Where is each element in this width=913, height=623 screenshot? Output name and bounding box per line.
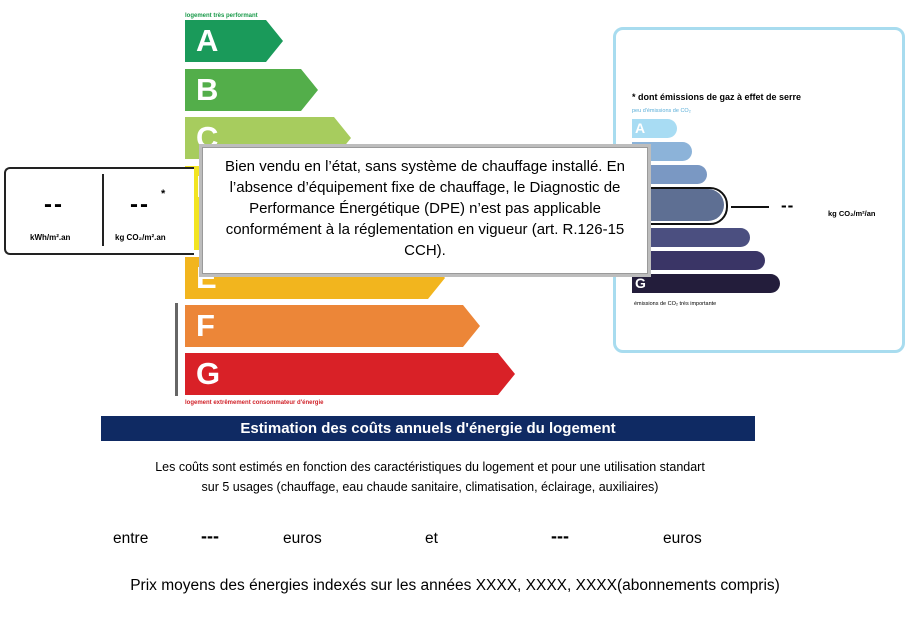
energy-value-box: -- kWh/m².an -- * kg CO₂/m².an [4, 167, 194, 255]
costs-description: Les coûts sont estimés en fonction des c… [80, 457, 780, 497]
scale-bottom-label: logement extrêmement consommateur d'éner… [185, 400, 324, 406]
ges-title: * dont émissions de gaz à effet de serre [632, 92, 802, 102]
ges-class-letter: G [635, 275, 646, 291]
ges-pointer-line [731, 206, 769, 208]
range-and-label: et [425, 530, 438, 547]
energy-class-g-bar: G [185, 353, 515, 395]
ges-class-f-bar: F [632, 251, 765, 270]
ges-bottom-note: émissions de CO₂ très importante [634, 301, 717, 307]
costs-header: Estimation des coûts annuels d'énergie d… [101, 416, 755, 441]
range-between-label: entre [113, 530, 149, 547]
energy-class-f-bar: F [185, 305, 480, 347]
costs-description-line1: Les coûts sont estimés en fonction des c… [155, 460, 705, 474]
energy-class-letter: B [196, 72, 219, 107]
energy-class-letter: F [196, 308, 215, 343]
emission-unit: kg CO₂/m².an [115, 233, 166, 242]
costs-description-line2: sur 5 usages (chauffage, eau chaude sani… [201, 480, 659, 494]
range-min-value: --- [201, 526, 219, 546]
emission-value: -- [130, 191, 150, 218]
energy-class-letter: G [196, 356, 221, 391]
energy-prices-note: Prix moyens des énergies indexés sur les… [130, 577, 780, 594]
scale-top-label: logement très performant [185, 13, 258, 19]
ges-unit: kg CO₂/m²/an [828, 209, 876, 218]
dpe-not-applicable-notice: Bien vendu en l’état, sans système de ch… [199, 144, 651, 277]
scale-side-rule [175, 303, 178, 396]
consumption-unit: kWh/m².an [30, 233, 71, 242]
consumption-value: -- [44, 191, 64, 218]
energy-class-a-bar: A [185, 20, 283, 62]
energy-class-letter: A [196, 23, 219, 58]
range-max-value: --- [551, 526, 569, 546]
ges-class-letter: A [635, 120, 646, 136]
range-unit-1: euros [283, 530, 322, 547]
ges-value: -- [781, 196, 795, 215]
ges-class-a-bar: A [632, 119, 677, 138]
energy-class-b-bar: B [185, 69, 318, 111]
value-divider [102, 174, 104, 246]
ges-class-g-bar: G [632, 274, 780, 293]
ges-top-note: peu d'émissions de CO₂ [632, 108, 691, 114]
emission-asterisk: * [161, 188, 166, 200]
range-unit-2: euros [663, 530, 702, 547]
